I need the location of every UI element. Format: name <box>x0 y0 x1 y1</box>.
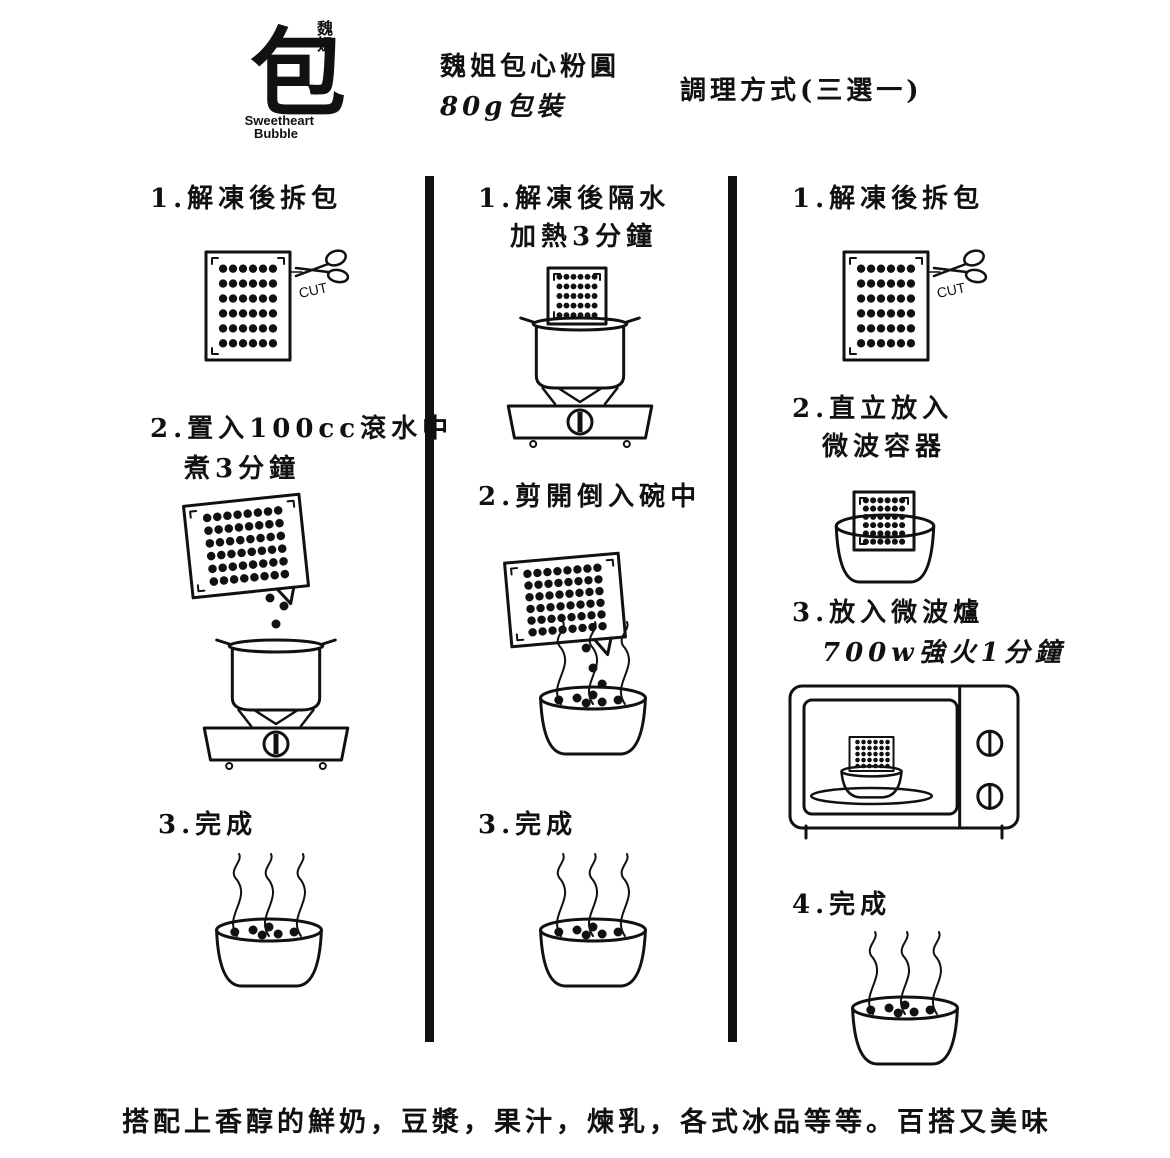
package-size: 80g包裝 <box>440 92 567 122</box>
scissors-icon: CUT <box>929 249 988 301</box>
col3-step2-line1: 2.直立放入 <box>792 394 954 424</box>
column-divider-right <box>728 176 737 1042</box>
microwave-icon <box>788 684 1020 840</box>
bubble-pack-icon <box>546 266 608 326</box>
brand-logo: 包 魏姐 Sweetheart Bubble <box>232 18 352 148</box>
col3-step4: 4.完成 <box>792 890 892 920</box>
bubble-pack-icon <box>503 551 627 656</box>
method-title: 調理方式(三選一) <box>680 76 923 106</box>
stove-pot-icon <box>202 638 350 770</box>
col2-step3: 3.完成 <box>478 810 578 840</box>
product-name: 魏姐包心粉圓 <box>440 52 621 82</box>
logo-small-chars: 魏姐 <box>314 20 333 52</box>
col1-step2-line1: 2.置入100cc滾水中 <box>150 414 454 444</box>
col1-step1: 1.解凍後拆包 <box>150 184 343 214</box>
col2-step1-line2: 加熱3分鐘 <box>510 222 658 252</box>
bubble-pack-icon <box>852 490 916 552</box>
bubble-pack-icon <box>182 492 310 606</box>
svg-text:CUT: CUT <box>297 279 329 301</box>
stove-pot-icon <box>506 316 654 448</box>
logo-english-line2: Bubble <box>253 126 298 141</box>
column-divider-left <box>425 176 434 1042</box>
col2-step2: 2.剪開倒入碗中 <box>478 482 702 512</box>
col3-step3-line2: 700w強火1分鐘 <box>822 638 1066 668</box>
steaming-bowl-icon <box>539 621 647 756</box>
col3-step2-line2: 微波容器 <box>822 432 947 462</box>
steaming-bowl-icon <box>851 931 959 1066</box>
microwave-bowl-icon <box>834 513 936 584</box>
logo-big-char: 包 <box>250 17 346 130</box>
col2-step1-line1: 1.解凍後隔水 <box>478 184 671 214</box>
svg-text:CUT: CUT <box>935 279 967 301</box>
bubble-pack-icon <box>842 250 930 362</box>
bubble-pack-icon <box>204 250 292 362</box>
logo-english-line1: Sweetheart <box>244 113 314 128</box>
col1-step2-line2: 煮3分鐘 <box>184 454 301 484</box>
col3-step3-line1: 3.放入微波爐 <box>792 598 985 628</box>
steaming-bowl-icon <box>215 853 323 988</box>
falling-bubbles <box>265 593 289 629</box>
steaming-bowl-icon <box>539 853 647 988</box>
serving-suggestion: 搭配上香醇的鮮奶，豆漿，果汁，煉乳，各式冰品等等。百搭又美味 <box>122 1107 1052 1138</box>
col1-step3: 3.完成 <box>158 810 258 840</box>
col3-step1: 1.解凍後拆包 <box>792 184 985 214</box>
scissors-icon: CUT <box>291 249 350 301</box>
